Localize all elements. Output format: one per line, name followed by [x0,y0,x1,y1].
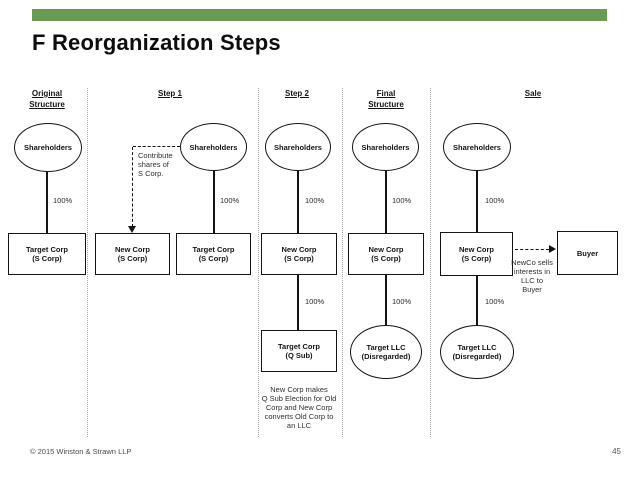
connector-line [213,170,215,233]
node-target-llc: Target LLC (Disregarded) [350,325,422,379]
qsub-election-note: New Corp makes Q Sub Election for Old Co… [261,385,337,430]
column-header-final-structure: Final Structure [368,89,404,109]
column-divider [430,88,431,437]
connector-line [297,275,299,330]
ownership-label: 100% [220,196,240,205]
connector-line [46,172,48,233]
node-target-corp: Target Corp (S Corp) [8,233,86,275]
accent-bar [32,9,607,21]
column-divider [87,88,88,437]
node-shareholders: Shareholders [180,123,247,171]
ownership-label: 100% [392,297,412,306]
node-shareholders: Shareholders [14,123,82,172]
node-target-corp: Target Corp (S Corp) [176,233,251,275]
arrow-down-icon [128,226,136,233]
node-new-corp: New Corp (S Corp) [95,233,170,275]
ownership-label: 100% [53,196,73,205]
ownership-label: 100% [485,297,505,306]
sale-connector [515,249,549,250]
node-new-corp: New Corp (S Corp) [348,233,424,275]
connector-line [476,276,478,325]
node-target-llc: Target LLC (Disregarded) [440,325,514,379]
connector-line [297,171,299,233]
node-shareholders: Shareholders [352,123,419,171]
arrow-right-icon [549,245,556,253]
column-divider [342,88,343,437]
node-buyer: Buyer [557,231,618,275]
column-header-sale: Sale [524,89,542,98]
contribute-note: Contribute shares of S Corp. [138,151,173,178]
node-new-corp: New Corp (S Corp) [261,233,337,275]
node-shareholders: Shareholders [265,123,331,171]
newco-sells-note: NewCo sells interests in LLC to Buyer [511,258,553,294]
node-new-corp: New Corp (S Corp) [440,232,513,276]
page-number: 45 [612,447,621,456]
ownership-label: 100% [485,196,505,205]
contribute-connector [133,146,180,147]
node-shareholders: Shareholders [443,123,511,171]
copyright-footer: © 2015 Winston & Strawn LLP [30,447,132,456]
ownership-label: 100% [305,196,325,205]
page-title: F Reorganization Steps [32,30,281,55]
connector-line [476,171,478,232]
ownership-label: 100% [305,297,325,306]
column-header-original-structure: Original Structure [29,89,65,109]
connector-line [385,171,387,233]
contribute-connector [132,147,133,227]
column-header-step-2: Step 2 [284,89,309,98]
column-divider [258,88,259,437]
node-target-qsub: Target Corp (Q Sub) [261,330,337,372]
ownership-label: 100% [392,196,412,205]
connector-line [385,275,387,325]
column-header-step-1: Step 1 [157,89,182,98]
